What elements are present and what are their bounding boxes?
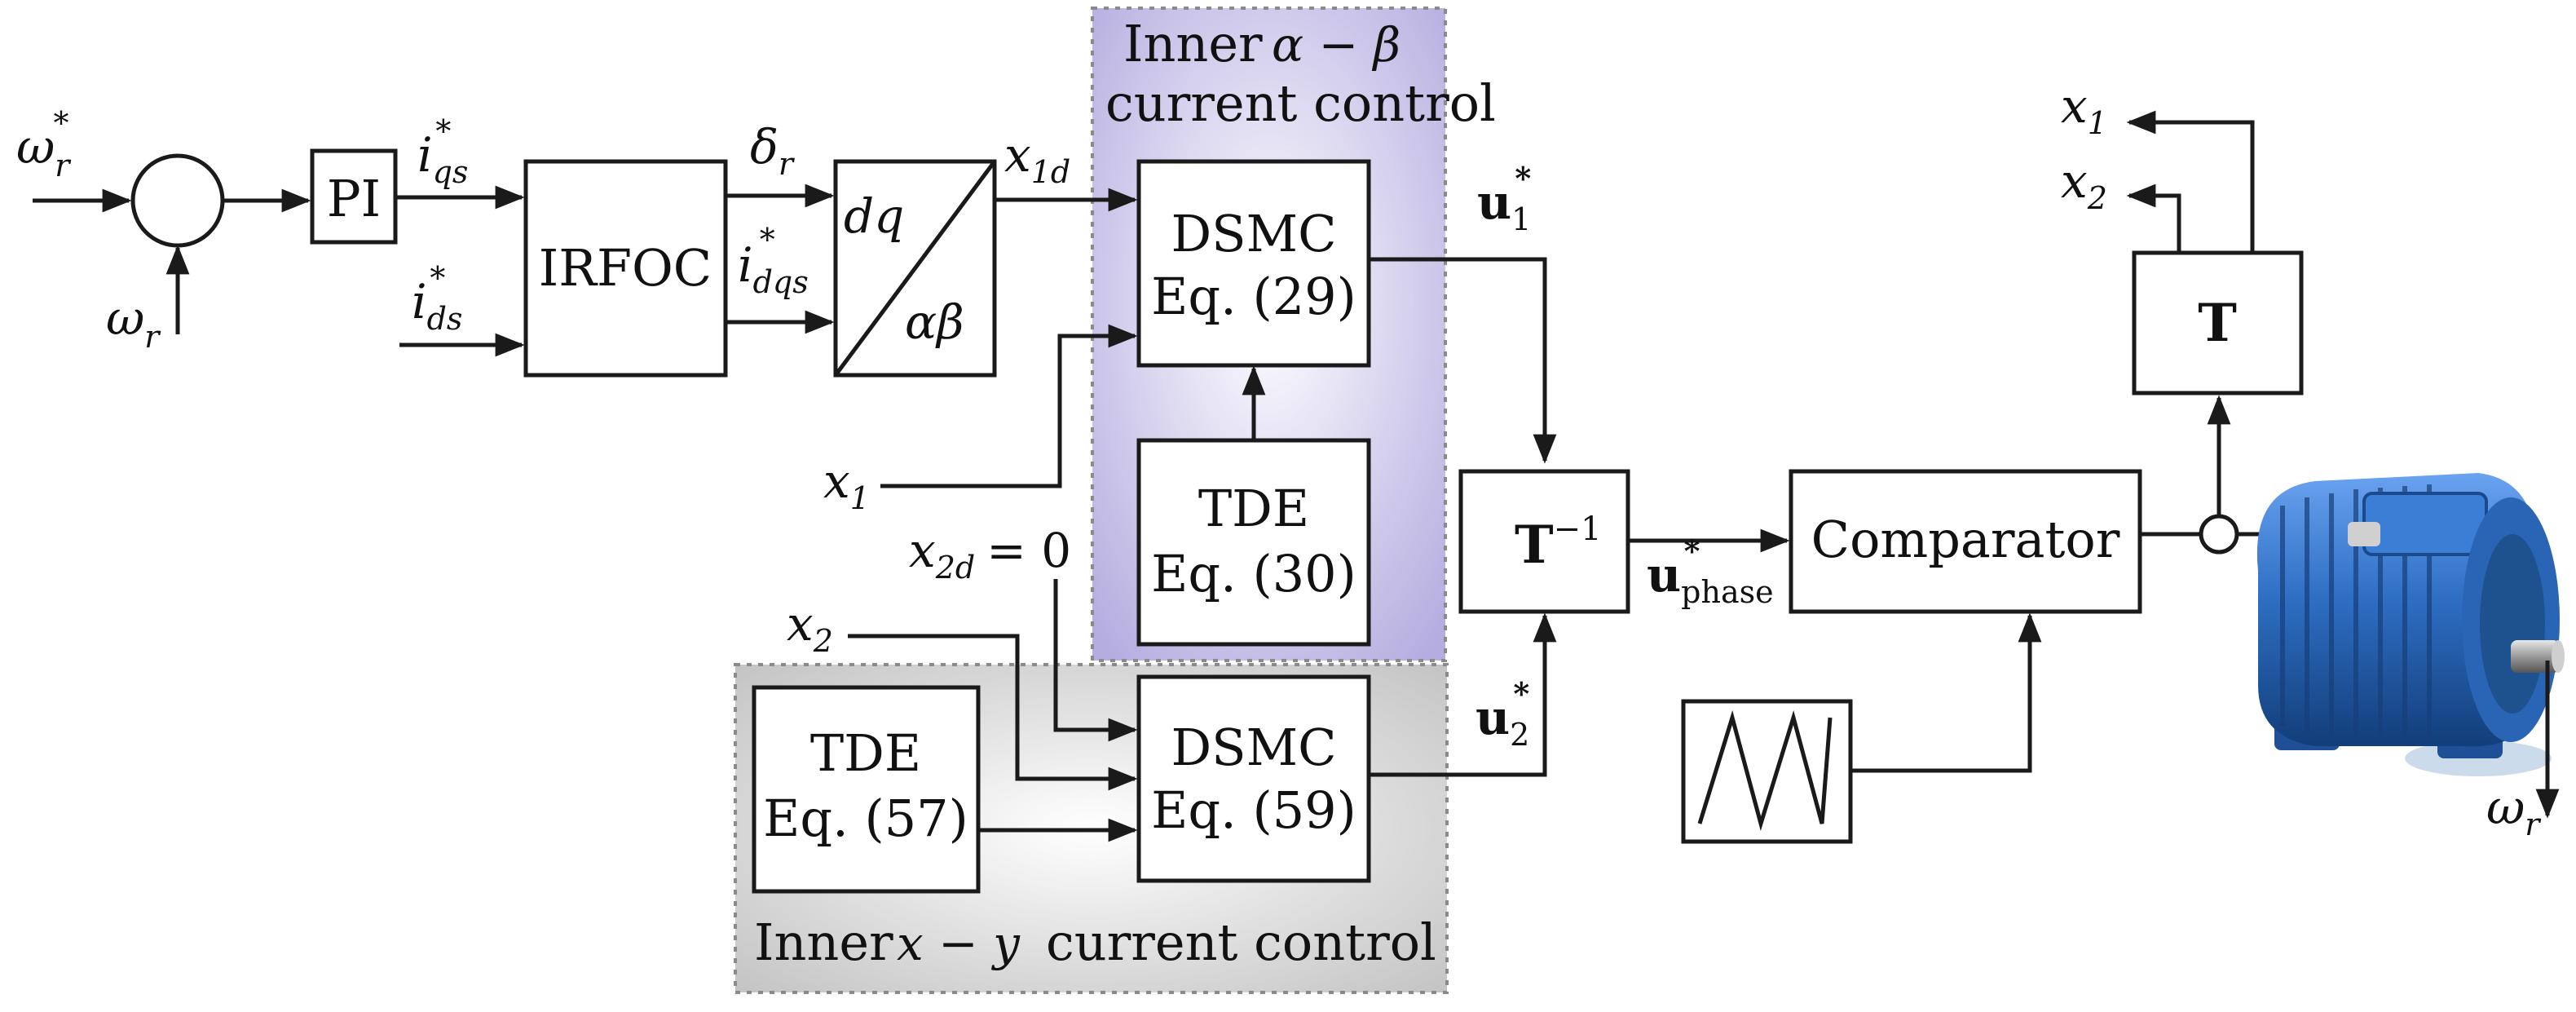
comparator-block: [1789, 469, 2142, 614]
tde-bottom-name: TDE: [810, 723, 921, 783]
t-block-label: T: [2198, 293, 2237, 354]
x1-out-wire: [2126, 110, 2255, 253]
inner-ab-title-math: α − β: [1272, 17, 1400, 73]
u-phase-star-label: uphase*: [1647, 533, 1774, 610]
irfoc-block: [523, 159, 728, 378]
irfoc-label: IRFOC: [539, 238, 712, 298]
current-sensor-node: [2199, 514, 2239, 555]
x2d-wire: [1053, 579, 1138, 742]
inner-xy-title-prefix: Inner: [754, 913, 893, 972]
ids-star-label: ids*: [412, 260, 462, 337]
summing-junction: [130, 153, 225, 248]
dsmc-top-block: [1136, 159, 1371, 368]
delta-r-label: δr: [750, 119, 796, 182]
svg-text:x2d= 0: x2d= 0: [909, 523, 1071, 586]
wr-feedback-label: ωr: [106, 290, 161, 355]
pi-block: [310, 148, 398, 245]
u1-star-wire: [1369, 257, 1557, 464]
dsmc-bottom-name: DSMC: [1171, 718, 1336, 777]
u2-star-wire: [1369, 612, 1557, 777]
x2-output-label: x2: [2061, 153, 2107, 216]
t-block: [2132, 250, 2304, 396]
triangle-wave-icon: [1681, 699, 1853, 844]
svg-text:δr: δr: [750, 119, 796, 182]
svg-text:ωr: ωr: [2486, 780, 2542, 842]
x1-output-label: x1: [2061, 78, 2107, 141]
x2d-eq-label: x2d= 0: [909, 523, 1071, 586]
transform-ab-label: αβ: [905, 294, 964, 350]
transform-diagonal: [833, 160, 997, 377]
electric-motor-icon: [2256, 473, 2565, 776]
wr-reference-label: ωr*: [16, 105, 72, 183]
u2-star-label: u2*: [1475, 675, 1529, 753]
svg-text:ωr*: ωr*: [16, 105, 72, 183]
svg-text:x2: x2: [787, 596, 833, 659]
tde-bottom-eq: Eq. (57): [763, 789, 968, 848]
tde-top-block: [1136, 438, 1371, 647]
inner-ab-title-line1: Inner: [1123, 14, 1263, 73]
svg-text:ωr: ωr: [106, 290, 161, 355]
x2-input-label: x2: [787, 596, 833, 659]
tde-bottom-block: [752, 685, 981, 894]
transform-dq-label: dq: [844, 188, 904, 244]
inner-ab-title-line2: current control: [1105, 73, 1496, 133]
x2-input-wire: [848, 634, 1138, 791]
svg-text:idqs*: idqs*: [738, 222, 809, 300]
svg-text:x1: x1: [2061, 78, 2107, 141]
svg-text:u1*: u1*: [1477, 160, 1531, 237]
x2-out-wire: [2126, 183, 2181, 253]
inner-xy-title-suffix: current control: [1046, 913, 1436, 972]
pi-label: PI: [327, 169, 381, 228]
comparator-label: Comparator: [1811, 510, 2120, 569]
dsmc-bottom-eq: Eq. (59): [1151, 780, 1356, 840]
svg-text:iqs*: iqs*: [417, 113, 468, 190]
tde-top-eq: Eq. (30): [1151, 544, 1356, 603]
t-inverse-block: [1458, 469, 1630, 614]
u1-star-label: u1*: [1477, 160, 1531, 237]
dsmc-top-eq: Eq. (29): [1151, 267, 1356, 326]
iqs-star-label: iqs*: [417, 113, 468, 190]
dsmc-bottom-block: [1136, 674, 1371, 883]
t-inverse-label: T−1: [1515, 510, 1602, 576]
carrier-wire: [1850, 612, 2042, 773]
inner-xy-title-math: x − y: [897, 916, 1021, 971]
svg-text:x1: x1: [823, 453, 870, 516]
svg-text:u2*: u2*: [1475, 675, 1529, 753]
svg-text:ids*: ids*: [412, 260, 462, 337]
x1-input-label: x1: [823, 453, 870, 516]
x1-input-wire: [880, 324, 1138, 488]
dsmc-top-name: DSMC: [1171, 204, 1336, 263]
idqs-star-label: idqs*: [738, 222, 809, 300]
svg-text:x1d: x1d: [1004, 127, 1070, 190]
wr-output-label: ωr: [2486, 780, 2542, 842]
tde-top-name: TDE: [1198, 479, 1309, 538]
svg-text:uphase*: uphase*: [1647, 533, 1774, 610]
x1d-label: x1d: [1004, 127, 1070, 190]
svg-text:x2: x2: [2061, 153, 2107, 216]
